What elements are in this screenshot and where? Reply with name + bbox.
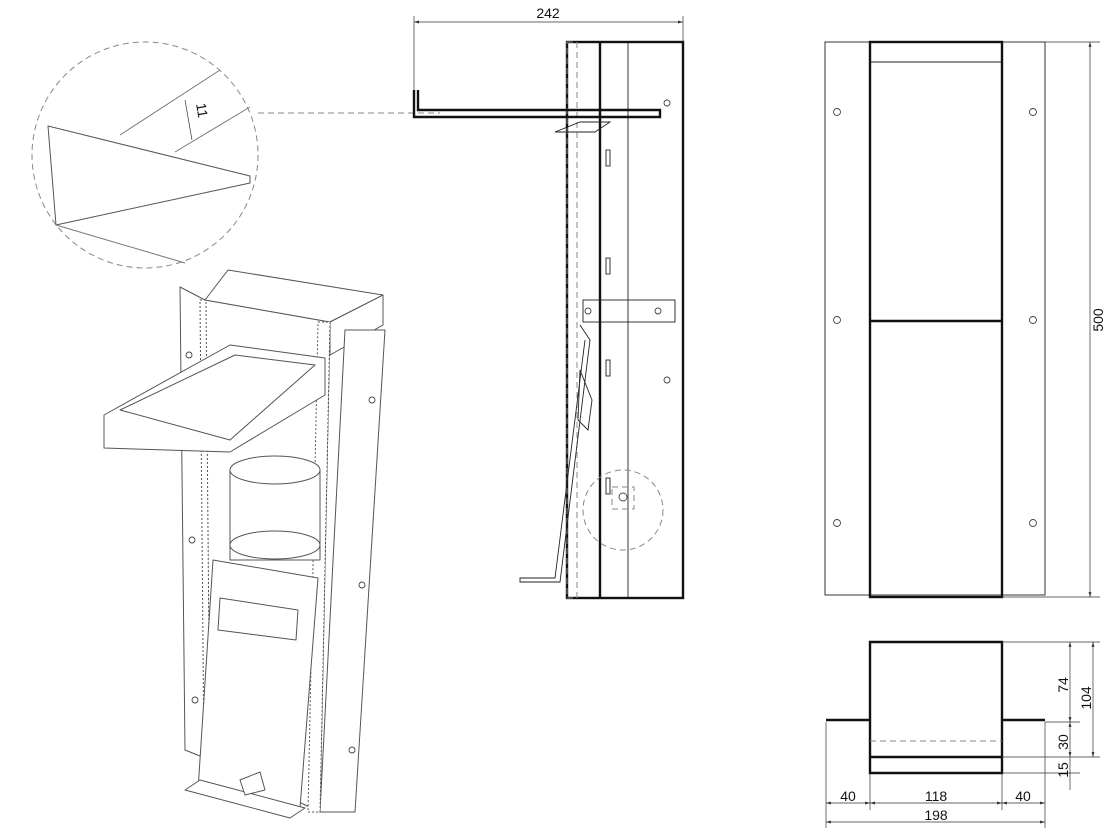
dim-height-label: 500 <box>1090 308 1106 332</box>
dim-lip-label: 11 <box>193 102 211 119</box>
dim-flange-right-label: 40 <box>1015 788 1031 804</box>
top-view: 74 104 30 15 40 118 40 198 <box>825 640 1100 828</box>
dim-overall-depth-label: 104 <box>1078 686 1094 710</box>
dim-front-offset-label: 15 <box>1055 762 1071 778</box>
perspective-view <box>103 269 386 819</box>
dim-box-depth-label: 74 <box>1055 677 1071 693</box>
dim-flange-left-label: 40 <box>840 788 856 804</box>
detail-magnifier: 11 <box>31 41 440 269</box>
dim-depth-label: 242 <box>536 5 560 21</box>
dim-box-width-label: 118 <box>925 788 948 804</box>
side-view: 242 <box>412 5 685 600</box>
dim-flange-offset-label: 30 <box>1055 734 1071 750</box>
front-view: 500 <box>824 40 1106 599</box>
dim-overall-width-label: 198 <box>924 807 948 823</box>
